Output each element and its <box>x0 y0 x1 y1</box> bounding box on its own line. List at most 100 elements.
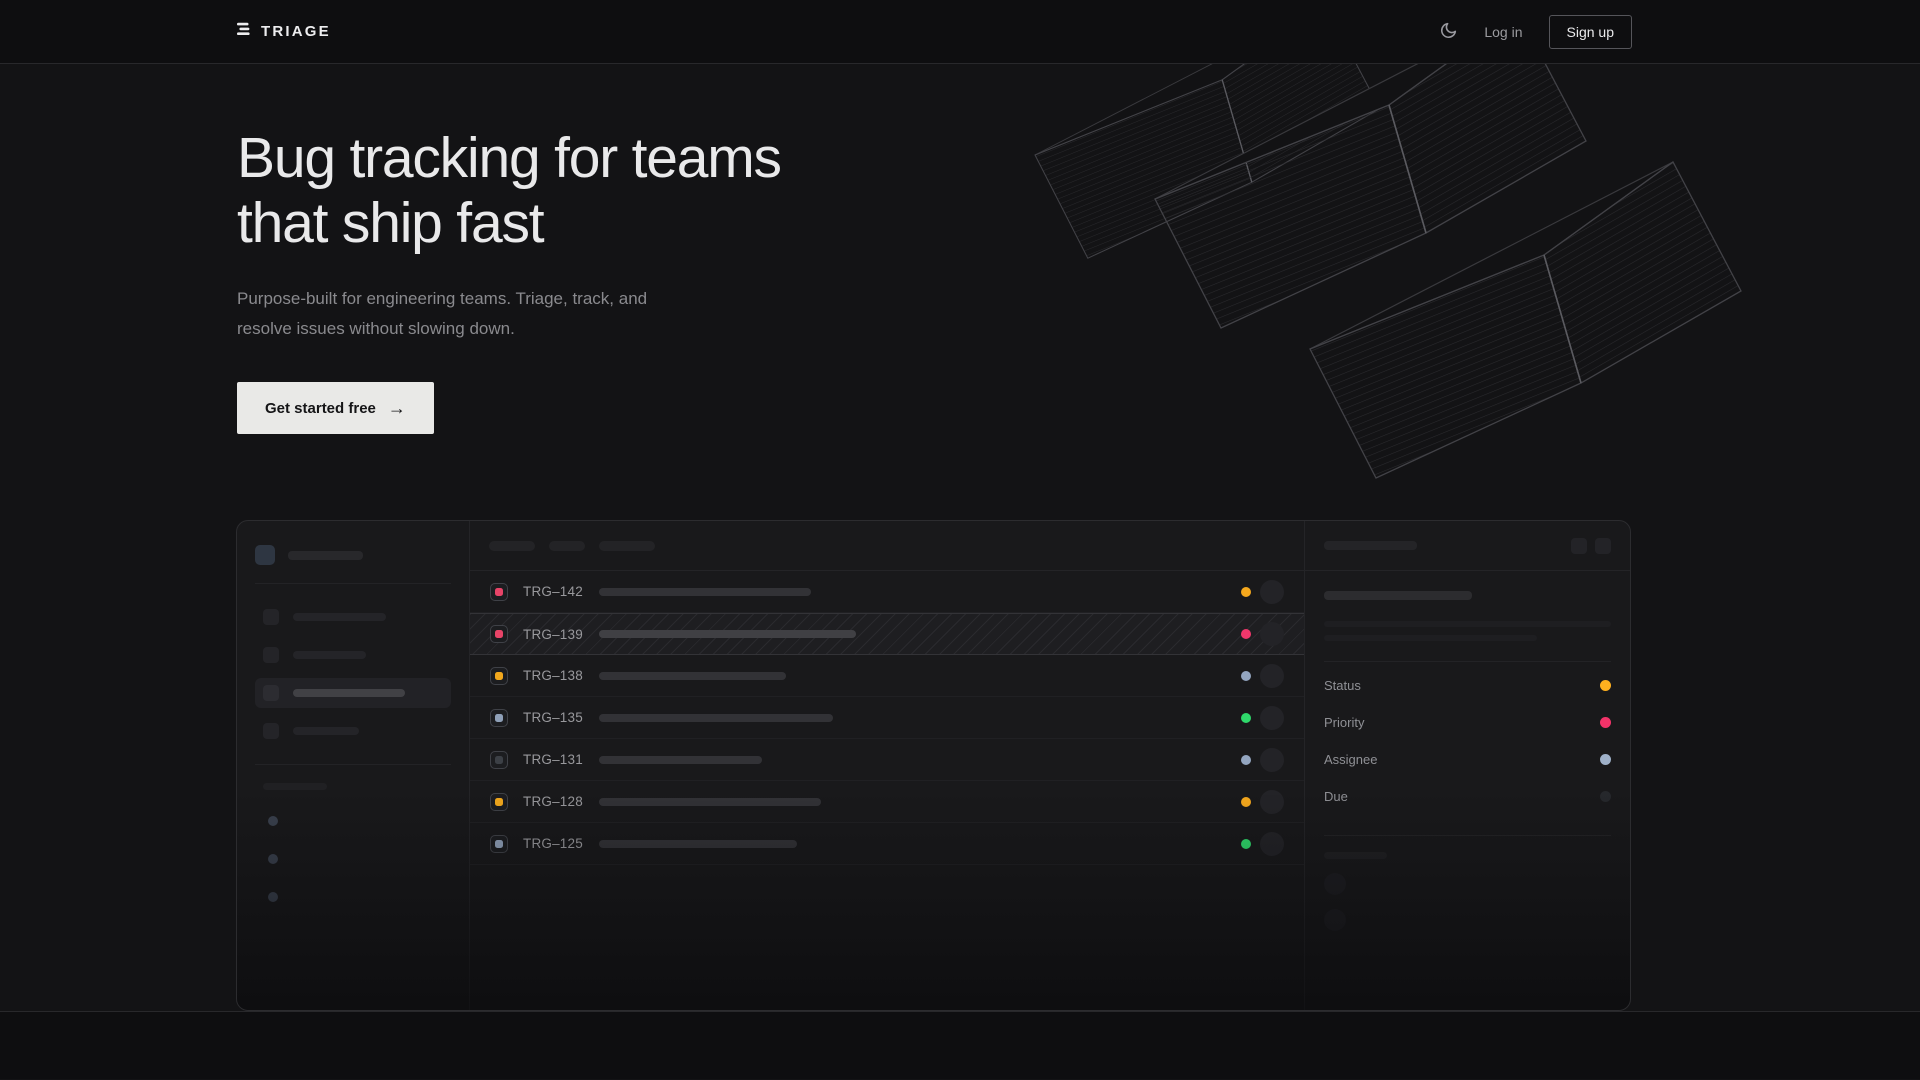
panel-field-row: Status <box>1324 667 1611 704</box>
signup-button[interactable]: Sign up <box>1548 14 1632 49</box>
sidebar-item-label-skeleton <box>293 727 359 735</box>
sidebar-item-skeleton <box>255 716 451 746</box>
description-skeleton <box>1324 621 1611 627</box>
issue-status-dot <box>1241 754 1251 765</box>
issue-title-skeleton <box>1324 591 1472 600</box>
panel-title-skeleton <box>1324 541 1417 550</box>
issue-id: TRG–131 <box>523 752 583 767</box>
sidebar-section-label-skeleton <box>263 783 327 790</box>
issue-title-skeleton <box>599 587 811 596</box>
nav-actions: Log in Sign up <box>1439 14 1632 49</box>
issue-assignee-avatar <box>1260 789 1284 814</box>
workspace-avatar <box>255 545 275 565</box>
issue-assignee-avatar <box>1260 705 1284 730</box>
footer <box>0 1012 1920 1079</box>
list-header-pill-skeleton <box>489 540 535 551</box>
issue-title-skeleton <box>599 671 786 680</box>
sidebar-item-skeleton <box>255 640 451 670</box>
top-nav: TRIAGE Log in Sign up <box>0 0 1920 64</box>
sidebar-divider <box>255 764 451 765</box>
sidebar-dot <box>268 854 278 864</box>
activity-label-skeleton <box>1324 852 1387 859</box>
issue-id: TRG–125 <box>523 836 583 851</box>
activity-avatar-skeleton <box>1324 909 1346 931</box>
sidebar-item-icon-skeleton <box>263 647 279 663</box>
panel-field-label: Assignee <box>1324 752 1378 767</box>
issue-checkbox <box>490 708 508 727</box>
issue-assignee-avatar <box>1260 663 1284 688</box>
get-started-button[interactable]: Get started free → <box>237 382 434 434</box>
issue-title-skeleton <box>599 713 833 722</box>
issue-checkbox <box>490 834 508 853</box>
issue-checkbox <box>490 750 508 769</box>
list-header-pill-skeleton <box>599 540 655 551</box>
issue-checkbox <box>490 792 508 811</box>
panel-header <box>1305 521 1630 571</box>
issue-checkbox <box>490 666 508 685</box>
app-mockup-card: TRG–142 TRG–139 TRG–138 TRG–135 TRG–131 <box>236 520 1631 1011</box>
sidebar-item-skeleton <box>255 678 451 708</box>
issue-assignee-avatar <box>1260 579 1284 604</box>
panel-action-square <box>1595 537 1611 554</box>
mockup-issue-list: TRG–142 TRG–139 TRG–138 TRG–135 TRG–131 <box>470 521 1305 1010</box>
brand-name: TRIAGE <box>261 23 331 40</box>
issue-id: TRG–139 <box>523 626 583 642</box>
sidebar-item-skeleton <box>255 602 451 632</box>
issue-title-skeleton <box>599 755 762 764</box>
theme-toggle-button[interactable] <box>1439 21 1458 43</box>
mockup-detail-panel: Status Priority Assignee Due <box>1305 521 1630 1010</box>
mockup-sidebar <box>237 521 470 1010</box>
panel-divider <box>1324 661 1611 662</box>
moon-icon <box>1439 21 1458 43</box>
activity-avatar-skeleton <box>1324 873 1346 895</box>
issue-id: TRG–142 <box>523 584 583 599</box>
brand[interactable]: TRIAGE <box>237 22 331 41</box>
issue-status-dot <box>1241 796 1251 807</box>
panel-action-square <box>1571 537 1587 554</box>
sidebar-item-icon-skeleton <box>263 685 279 701</box>
issue-id: TRG–128 <box>523 794 583 809</box>
list-header-skeleton <box>470 521 1304 571</box>
issue-status-dot <box>1241 712 1251 723</box>
issue-row: TRG–135 <box>470 697 1304 739</box>
login-link[interactable]: Log in <box>1484 23 1523 40</box>
issue-type-dot <box>495 630 503 638</box>
issue-status-dot <box>1241 670 1251 681</box>
issue-checkbox <box>490 625 508 643</box>
issue-type-dot <box>495 587 503 596</box>
issue-title-skeleton <box>599 839 797 848</box>
issue-type-dot <box>495 797 503 806</box>
hero-subtitle: Purpose-built for engineering teams. Tri… <box>237 289 648 338</box>
panel-field-label: Priority <box>1324 715 1365 730</box>
sidebar-dots <box>255 816 451 902</box>
panel-divider <box>1324 835 1611 836</box>
issue-row: TRG–139 <box>470 613 1304 655</box>
panel-field-label: Due <box>1324 789 1348 804</box>
issue-id: TRG–135 <box>523 710 583 725</box>
issue-type-dot <box>495 713 503 722</box>
issue-type-dot <box>495 671 503 680</box>
panel-field-label: Status <box>1324 678 1361 693</box>
issue-row: TRG–138 <box>470 655 1304 697</box>
sidebar-dot <box>268 892 278 902</box>
panel-field-row: Assignee <box>1324 741 1611 778</box>
issue-assignee-avatar <box>1260 622 1284 646</box>
triage-logo-icon <box>237 22 251 41</box>
panel-body: Status Priority Assignee Due <box>1305 571 1630 931</box>
sidebar-divider <box>255 583 451 584</box>
issue-row: TRG–142 <box>470 571 1304 613</box>
sidebar-item-label-skeleton <box>293 689 405 697</box>
panel-field-row: Priority <box>1324 704 1611 741</box>
sidebar-dot <box>268 816 278 826</box>
sidebar-item-label-skeleton <box>293 613 386 621</box>
sidebar-item-label-skeleton <box>293 651 366 659</box>
workspace-name-skeleton <box>288 550 363 560</box>
sidebar-nav-skeleton <box>255 602 451 746</box>
issue-row: TRG–131 <box>470 739 1304 781</box>
issue-type-dot <box>495 839 503 848</box>
panel-field-row: Due <box>1324 778 1611 815</box>
issue-title-skeleton <box>599 797 821 806</box>
panel-field-value-dot <box>1600 791 1611 802</box>
issue-title-skeleton <box>599 630 856 638</box>
